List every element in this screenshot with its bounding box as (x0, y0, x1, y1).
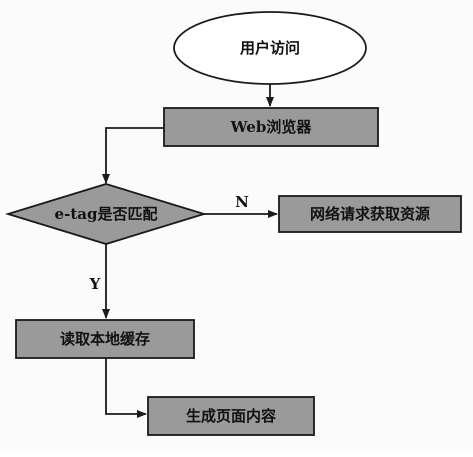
render-node: 生成页面内容 (147, 396, 315, 436)
decision-node-label: e-tag是否匹配 (55, 205, 158, 223)
cache-node-label: 读取本地缓存 (60, 330, 150, 348)
start-node: 用户访问 (173, 11, 367, 85)
cache-node: 读取本地缓存 (15, 319, 195, 359)
edge-yes-label: Y (89, 275, 101, 293)
edge-browser-to-decision (102, 127, 164, 184)
edge-cache-to-render (105, 358, 147, 418)
start-node-label: 用户访问 (240, 39, 300, 57)
browser-node: Web浏览器 (163, 107, 379, 147)
render-node-label: 生成页面内容 (186, 407, 276, 425)
fetch-node-label: 网络请求获取资源 (310, 205, 430, 223)
browser-node-label: Web浏览器 (230, 118, 313, 136)
edge-no-label: N (235, 193, 249, 211)
fetch-node: 网络请求获取资源 (278, 195, 462, 233)
decision-node: e-tag是否匹配 (4, 183, 208, 245)
